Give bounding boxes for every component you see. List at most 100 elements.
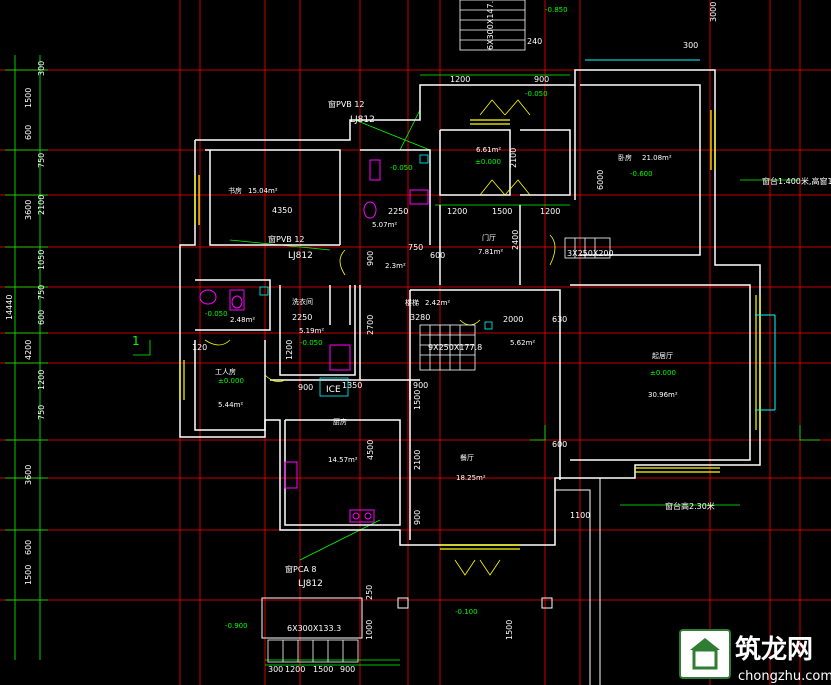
dimension-text: 3600	[24, 200, 33, 220]
dimension-text: 300	[683, 41, 698, 50]
sanitary-fixtures	[199, 159, 429, 523]
room-area: 7.81m²	[478, 248, 503, 256]
dimension-text: 900	[298, 383, 313, 392]
dimension-text: 750	[37, 405, 46, 420]
room-area: 2.42m²	[425, 299, 450, 307]
area-label: 5.62m²	[510, 339, 535, 347]
window-note: 窗PVB 12	[328, 99, 365, 109]
room-name: 卧房	[618, 153, 632, 162]
utility-boxes	[259, 154, 493, 397]
ice-label: ICE	[326, 385, 341, 395]
house-icon	[690, 638, 720, 650]
elevation-mark: -0.600	[630, 170, 653, 178]
dimension-text: 300	[268, 665, 283, 674]
dimension-text: 3600	[24, 465, 33, 485]
area-label: 6.61m²	[476, 146, 501, 154]
dimension-text: 1200	[447, 207, 467, 216]
dimension-text: 900	[340, 665, 355, 674]
room-area: 14.57m²	[328, 456, 358, 464]
dimension-text: 300	[37, 61, 46, 76]
dimension-text: 6000	[596, 170, 605, 190]
dimension-text: 1050	[37, 250, 46, 270]
dimension-text: 2250	[388, 207, 408, 216]
stairs	[267, 0, 611, 663]
dimension-text: 2100	[37, 195, 46, 215]
windows	[179, 110, 761, 550]
elevation-mark: -0.850	[545, 6, 568, 14]
axis-marker: 1	[132, 334, 140, 348]
dimension-text: 250	[365, 585, 374, 600]
dimension-text: 900	[534, 75, 549, 84]
stair-labels: 9X250X177.8 3X250X200 6X300X133.3 6X300X…	[287, 0, 614, 633]
elevation-mark: -0.100	[455, 608, 478, 616]
elevation-mark: -0.050	[205, 310, 228, 318]
dimension-text: 900	[366, 251, 375, 266]
dimension-text: 3280	[410, 313, 430, 322]
window-note: 窗PCA 8	[285, 564, 317, 574]
room-area: 21.08m²	[642, 154, 672, 162]
dimension-text: 2100	[413, 450, 422, 470]
stair-label: 9X250X177.8	[428, 343, 482, 352]
dimension-text: 600	[430, 251, 445, 260]
area-label: 5.07m²	[372, 221, 397, 229]
dimension-text: 2000	[503, 315, 523, 324]
room-labels: 书房 15.04m² 卧房 21.08m² 门厅 7.81m² 起居厅 30.9…	[215, 153, 678, 482]
window-note: 窗PVB 12	[268, 234, 305, 244]
terrace	[261, 477, 601, 685]
elevation-mark: -0.900	[225, 622, 248, 630]
dimension-text: 750	[408, 243, 423, 252]
dimension-text: 1500	[313, 665, 333, 674]
dimension-text: 1500	[24, 565, 33, 585]
dimension-text: 2400	[511, 230, 520, 250]
room-name: 餐厅	[460, 453, 474, 462]
stair-label: 3X250X200	[567, 249, 614, 258]
dimension-text: 900	[413, 510, 422, 525]
elevation-mark: -0.050	[390, 164, 413, 172]
watermark-logo-box	[679, 629, 731, 679]
inner-dimensions: 4350 2250 1200 1500 1200 2100 6000 2400 …	[192, 2, 718, 674]
dimension-text: 1200	[37, 370, 46, 390]
dimension-text: 3000	[709, 2, 718, 22]
dimension-text: 1500	[24, 88, 33, 108]
elevation-labels: ±0.000 -0.050 -0.600 -0.900 -0.100 -0.85…	[205, 6, 676, 630]
area-label: 2.48m²	[230, 316, 255, 324]
room-area: 15.04m²	[248, 187, 278, 195]
dimension-text: 2250	[292, 313, 312, 322]
watermark-title: 筑龙网	[735, 634, 813, 665]
notes: 窗台1.400米,高窗1.50 窗台高2.30米	[665, 176, 831, 511]
dimension-text: 2100	[509, 148, 518, 168]
elevation-mark: ±0.000	[218, 377, 244, 385]
dimension-text: 240	[527, 37, 542, 46]
room-name: 起居厅	[652, 352, 673, 360]
dimension-text: 600	[24, 125, 33, 140]
room-name: 书房	[228, 186, 242, 195]
watermark: 筑龙网 chongzhu.com	[679, 629, 831, 684]
dimension-text: 1200	[285, 665, 305, 674]
accent-lines	[585, 59, 776, 411]
note: 窗台1.400米,高窗1.50	[762, 176, 831, 186]
left-dimensions: 300 1500 600 750 2100 3600 1050 750 600 …	[5, 61, 46, 585]
dimension-text: 750	[37, 153, 46, 168]
room-name: 洗衣间	[292, 297, 313, 306]
dimension-text: 1350	[342, 381, 362, 390]
dimension-text: 1200	[450, 75, 470, 84]
room-name: 楼梯	[405, 298, 419, 307]
elevation-mark: -0.050	[525, 90, 548, 98]
dimension-text: 1500	[413, 390, 422, 410]
dimension-text: 750	[37, 285, 46, 300]
elevation-mark: ±0.000	[650, 369, 676, 377]
room-name: 门厅	[482, 233, 496, 242]
window-code: LJ812	[298, 579, 323, 589]
dimension-text: 600	[37, 310, 46, 325]
dimension-text: 1000	[365, 620, 374, 640]
dimension-text: 4350	[272, 206, 292, 215]
room-area: 30.96m²	[648, 391, 678, 399]
dimension-text: 120	[192, 343, 207, 352]
dimension-text: 900	[413, 381, 428, 390]
dimension-text: 1500	[492, 207, 512, 216]
window-tags: 窗PVB 12 LJ812 窗PVB 12 LJ812 窗PCA 8 LJ812	[268, 99, 375, 589]
dimension-text: 600	[552, 440, 567, 449]
dimension-text: 1100	[570, 511, 590, 520]
